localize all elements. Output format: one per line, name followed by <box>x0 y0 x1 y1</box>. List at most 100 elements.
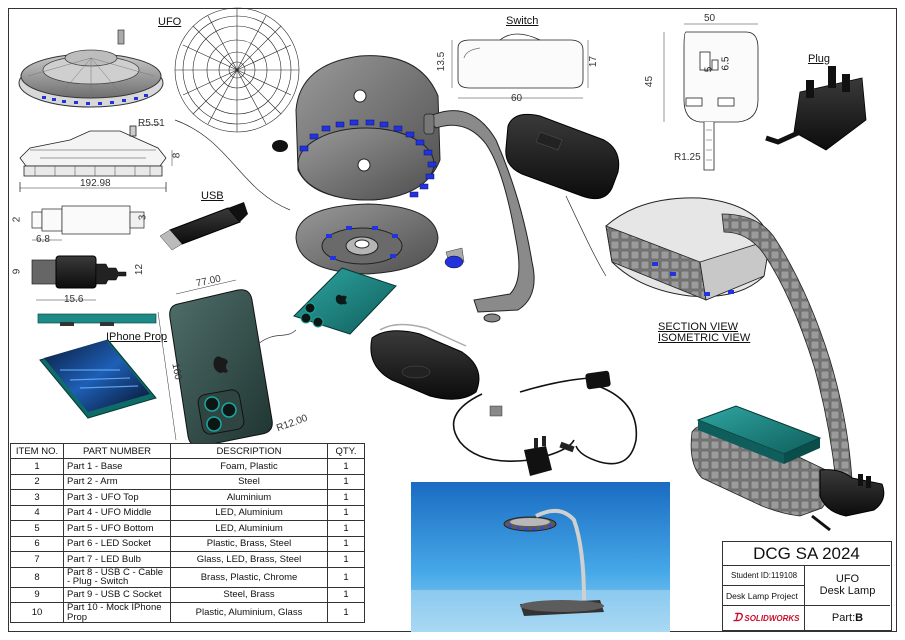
bom-cell-part: Part 8 - USB C - Cable - Plug - Switch <box>63 566 171 588</box>
title-block: DCG SA 2024 Student ID:119108 Desk Lamp … <box>722 541 892 631</box>
dim-usb-d1: 2 <box>11 216 23 223</box>
dim-switch-height2: 17 <box>588 55 600 68</box>
label-switch: Switch <box>506 15 539 27</box>
usb-c-connector-small <box>559 441 575 453</box>
bom-cell-item: 10 <box>10 602 64 623</box>
usb-isometric-view <box>159 202 248 251</box>
bom-cell-part: Part 1 - Base <box>63 458 171 475</box>
plug-isometric-view <box>765 66 867 151</box>
bom-cell-item: 2 <box>10 473 64 490</box>
title-block-project: Desk Lamp Project <box>723 586 805 606</box>
leader-line-switch <box>565 195 607 277</box>
bom-cell-description: Steel <box>170 473 328 490</box>
bom-cell-description: Glass, LED, Brass, Steel <box>170 551 328 568</box>
bom-cell-description: Foam, Plastic <box>170 458 328 475</box>
leader-line-ufo <box>174 119 291 211</box>
label-ufo: UFO <box>158 16 182 28</box>
bom-cell-part: Part 6 - LED Socket <box>63 535 171 552</box>
leader-line-iphone <box>257 329 297 345</box>
bom-cell-item: 3 <box>10 489 64 506</box>
solidworks-logo: ᗪ SOLIDWORKS <box>723 606 805 630</box>
dim-ufo-radius: R5.51 <box>138 118 165 129</box>
bom-cell-part: Part 10 - Mock IPhone Prop <box>63 602 171 623</box>
bom-cell-qty: 1 <box>327 520 365 537</box>
bom-cell-item: 6 <box>10 535 64 552</box>
led-socket-part <box>272 140 288 152</box>
ufo-isometric-view <box>18 29 164 108</box>
dim-usb-h2: 12 <box>134 263 146 276</box>
bom-cell-qty: 1 <box>327 504 365 521</box>
section-isometric-view <box>605 197 885 532</box>
dim-plug-width: 50 <box>704 13 716 24</box>
bom-cell-description: Steel, Brass <box>170 586 328 603</box>
title-block-student-id: Student ID:119108 <box>723 566 805 586</box>
dim-ufo-width: 192.98 <box>80 178 111 189</box>
bom-cell-item: 4 <box>10 504 64 521</box>
title-block-part-prefix: Part: <box>831 612 856 624</box>
bom-cell-qty: 1 <box>327 586 365 603</box>
switch-orthographic-view <box>451 33 589 99</box>
iphone-exploded-part <box>293 267 397 335</box>
render-photo <box>411 482 670 632</box>
cable-switch-small <box>585 370 611 390</box>
title-block-name-line1: UFO <box>835 573 860 585</box>
dim-plug-pin2: 6.5 <box>720 56 732 71</box>
solidworks-ds-icon: ᗪ <box>733 612 743 624</box>
bom-cell-description: Brass, Plastic, Chrome <box>170 566 328 588</box>
bom-cell-qty: 1 <box>327 458 365 475</box>
iphone-isometric-view <box>39 339 157 419</box>
dim-plug-radius: R1.25 <box>674 152 701 163</box>
bom-cell-part: Part 4 - UFO Middle <box>63 504 171 521</box>
bom-cell-item: 8 <box>10 566 64 588</box>
title-block-part: Part:B <box>805 606 890 630</box>
dim-usb-d2: 3 <box>137 214 149 221</box>
bom-cell-qty: 1 <box>327 566 365 588</box>
bom-cell-part: Part 3 - UFO Top <box>63 489 171 506</box>
led-bulb-part <box>444 247 465 269</box>
switch-isometric-view <box>505 113 620 200</box>
bom-cell-part: Part 7 - LED Bulb <box>63 551 171 568</box>
bom-cell-qty: 1 <box>327 551 365 568</box>
ufo-wireframe-view <box>174 7 300 133</box>
bom-cell-qty: 1 <box>327 602 365 623</box>
dim-switch-width: 60 <box>511 93 523 104</box>
dim-switch-height: 13.5 <box>436 51 448 72</box>
label-section-line2: ISOMETRIC VIEW <box>658 332 751 344</box>
ufo-side-profile <box>19 123 173 192</box>
bom-cell-part: Part 2 - Arm <box>63 473 171 490</box>
ufo-middle-disc <box>297 119 437 201</box>
bom-header-qty: QTY. <box>327 443 365 459</box>
dim-usb-len: 6.8 <box>36 234 50 245</box>
bom-cell-item: 5 <box>10 520 64 537</box>
bom-header-item: ITEM NO. <box>10 443 64 459</box>
bom-cell-qty: 1 <box>327 473 365 490</box>
usb-board-view <box>37 313 157 326</box>
usb-plug-side-view <box>31 255 127 301</box>
solidworks-logo-text: SOLIDWORKS <box>744 614 800 623</box>
bom-cell-item: 9 <box>10 586 64 603</box>
usb-c-socket-part <box>489 405 503 417</box>
bom-cell-item: 7 <box>10 551 64 568</box>
cable-plug-small <box>524 436 552 476</box>
title-block-name-line2: Desk Lamp <box>819 585 876 597</box>
bom-cell-qty: 1 <box>327 489 365 506</box>
bom-cell-qty: 1 <box>327 535 365 552</box>
dim-usb-len2: 15.6 <box>64 294 84 305</box>
bom-cell-part: Part 5 - UFO Bottom <box>63 520 171 537</box>
dim-ufo-height: 8 <box>171 152 183 159</box>
ufo-bottom-disc <box>295 203 439 275</box>
plug-orthographic-view <box>663 23 759 171</box>
bom-cell-item: 1 <box>10 458 64 475</box>
label-section-line1: SECTION VIEW <box>658 321 739 333</box>
